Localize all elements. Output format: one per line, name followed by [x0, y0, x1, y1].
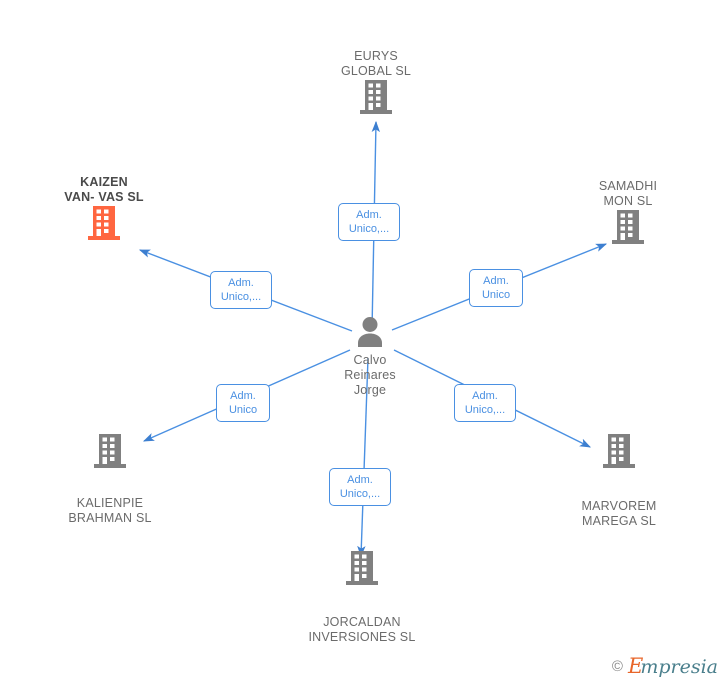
- edge-label-edge-samadhi-mon[interactable]: Adm. Unico: [469, 269, 523, 307]
- building-icon[interactable]: [548, 209, 708, 250]
- brand-remaining-letters: mpresia: [640, 656, 718, 678]
- node-label-jorcaldan-inversiones-sl: JORCALDAN INVERSIONES SL: [308, 615, 416, 644]
- edge-label-edge-jorcaldan-inversiones[interactable]: Adm. Unico,...: [329, 468, 391, 506]
- node-jorcaldan-inversiones-sl[interactable]: JORCALDAN INVERSIONES SL: [282, 550, 442, 645]
- empresia-watermark: © E mpresia: [612, 656, 718, 677]
- node-spacer: [30, 474, 190, 496]
- node-label-kaizen-van-vas-sl: KAIZEN VAN- VAS SL: [64, 175, 144, 204]
- edge-label-edge-kalienpie-brahman[interactable]: Adm. Unico: [216, 384, 270, 422]
- copyright-icon: ©: [611, 658, 623, 675]
- brand-initial-letter: E: [627, 654, 644, 678]
- building-icon[interactable]: [24, 205, 184, 246]
- building-icon[interactable]: [296, 79, 456, 120]
- node-label-eurys-global-sl: EURYS GLOBAL SL: [340, 49, 412, 78]
- node-label-kalienpie-brahman-sl: KALIENPIE BRAHMAN SL: [68, 496, 152, 525]
- node-kaizen-van-vas-sl[interactable]: KAIZEN VAN- VAS SL: [24, 175, 184, 246]
- brand-wordmark: E mpresia: [628, 656, 718, 677]
- edge-label-edge-marvorem-marega[interactable]: Adm. Unico,...: [454, 384, 516, 422]
- node-calvo-reinares-jorge[interactable]: Calvo Reinares Jorge: [290, 316, 450, 398]
- node-eurys-global-sl[interactable]: EURYS GLOBAL SL: [296, 49, 456, 120]
- edge-label-edge-kaizen-van-vas[interactable]: Adm. Unico,...: [210, 271, 272, 309]
- node-label-samadhi-mon-sl: SAMADHI MON SL: [598, 179, 658, 208]
- node-marvorem-marega-sl[interactable]: MARVOREM MAREGA SL: [539, 433, 699, 529]
- building-icon[interactable]: [539, 433, 699, 474]
- edge-jorcaldan-inversiones[interactable]: [357, 357, 369, 558]
- person-icon[interactable]: [290, 316, 450, 353]
- building-icon[interactable]: [282, 550, 442, 591]
- building-icon[interactable]: [30, 433, 190, 474]
- edge-label-edge-eurys-global[interactable]: Adm. Unico,...: [338, 203, 400, 241]
- node-label-marvorem-marega-sl: MARVOREM MAREGA SL: [581, 499, 657, 528]
- node-samadhi-mon-sl[interactable]: SAMADHI MON SL: [548, 179, 708, 250]
- node-spacer: [539, 474, 699, 499]
- node-kalienpie-brahman-sl[interactable]: KALIENPIE BRAHMAN SL: [30, 433, 190, 526]
- node-spacer: [282, 591, 442, 615]
- node-label-calvo-reinares-jorge: Calvo Reinares Jorge: [344, 353, 396, 397]
